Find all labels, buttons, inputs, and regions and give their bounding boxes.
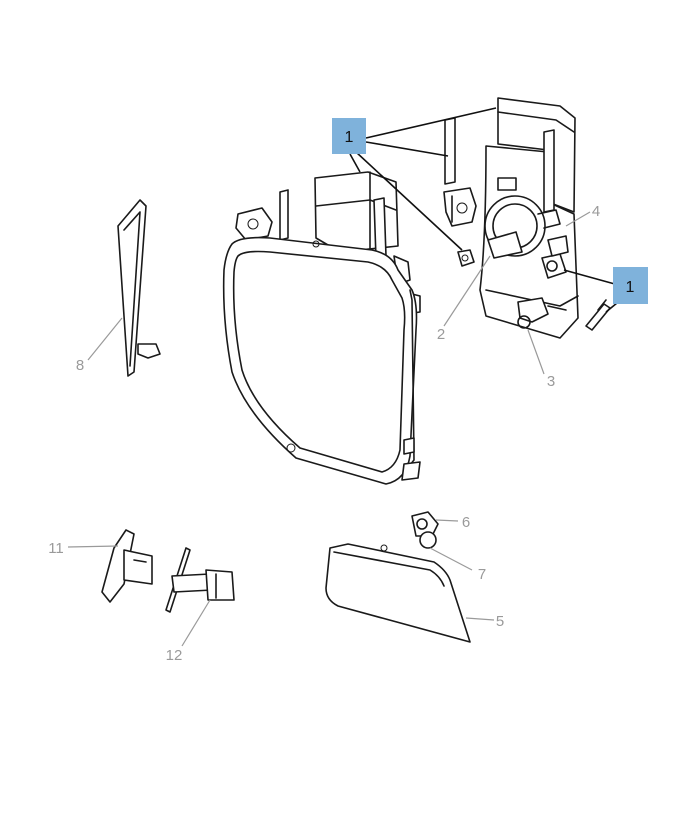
headlamp-bulb-part: [484, 195, 561, 259]
fog-lamp-lens: [325, 543, 471, 643]
repeater-lens: [101, 529, 153, 603]
callout-8-label: 8: [76, 357, 84, 374]
small-bulb-part: [419, 531, 437, 549]
gasket-and-bulb: [165, 547, 235, 613]
callout-5-label: 5: [496, 613, 504, 630]
callout-4-label: 4: [592, 203, 600, 220]
callout-12-label: 12: [166, 647, 183, 664]
side-clip-part: [585, 299, 611, 331]
socket-part: [541, 235, 569, 279]
callout-6-label: 6: [462, 514, 470, 531]
clip-part: [457, 249, 475, 267]
adjuster-part: [443, 187, 477, 227]
callout-3-label: 3: [547, 373, 555, 390]
side-marker-lens: [117, 199, 161, 377]
fog-bulb-part: [517, 297, 567, 329]
callout-2-label: 2: [437, 326, 445, 343]
callout-11-label: 11: [48, 540, 64, 557]
lamp-rear-housing: [444, 97, 579, 339]
small-socket-part: [411, 511, 439, 537]
callout-1-label-right: 1: [626, 279, 635, 296]
callout-1-label-top: 1: [345, 129, 354, 146]
headlamp-assembly: [222, 171, 421, 485]
callout-7-label: 7: [478, 566, 486, 583]
callout-1-highlight-right: [613, 267, 648, 304]
callout-1-highlight-top: [332, 118, 366, 154]
